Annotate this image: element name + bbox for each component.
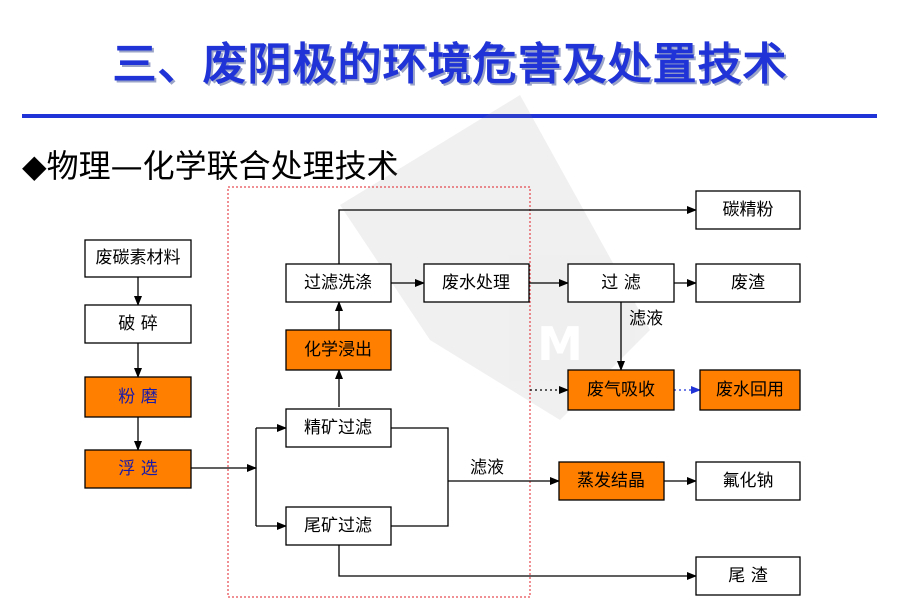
node-waste-carbon: 废碳素材料: [84, 239, 192, 278]
connectors: [134, 206, 697, 580]
filtrate-label: 滤液: [470, 458, 504, 478]
node-gas-absorption: 废气吸收: [567, 369, 675, 411]
node-flotation: 浮 选: [84, 449, 192, 489]
svg-text:废水处理: 废水处理: [442, 273, 510, 293]
node-carbon-powder: 碳精粉: [695, 190, 801, 230]
node-chemical-leaching: 化学浸出: [285, 329, 392, 371]
svg-text:精矿过滤: 精矿过滤: [304, 418, 372, 438]
node-wastewater-treatment: 废水处理: [423, 263, 530, 303]
svg-text:破 碎: 破 碎: [118, 314, 157, 334]
svg-text:废水回用: 废水回用: [716, 380, 784, 400]
node-filter-wash: 过滤洗涤: [285, 263, 392, 303]
svg-text:尾矿过滤: 尾矿过滤: [304, 516, 372, 536]
svg-text:氟化钠: 氟化钠: [723, 471, 774, 491]
section-heading: ◆物理—化学联合处理技术: [22, 147, 399, 185]
node-grind: 粉 磨: [84, 376, 192, 418]
node-crush: 破 碎: [84, 304, 192, 344]
node-residue: 废渣: [695, 263, 801, 303]
node-filter: 过 滤: [567, 263, 675, 303]
node-evaporation-crystallization: 蒸发结晶: [558, 461, 665, 501]
svg-text:过 滤: 过 滤: [601, 273, 640, 293]
filtrate-label: 滤液: [629, 309, 663, 329]
node-concentrate-filter: 精矿过滤: [285, 408, 392, 448]
svg-text:粉 磨: 粉 磨: [118, 387, 157, 407]
node-sodium-fluoride: 氟化钠: [695, 461, 801, 501]
svg-text:过滤洗涤: 过滤洗涤: [304, 273, 372, 293]
svg-text:蒸发结晶: 蒸发结晶: [577, 471, 645, 491]
svg-text:尾 渣: 尾 渣: [728, 566, 767, 586]
node-tail-residue: 尾 渣: [695, 556, 801, 596]
node-tailing-filter: 尾矿过滤: [285, 506, 392, 546]
page-title: 三、废阴极的环境危害及处置技术: [112, 39, 788, 90]
svg-text:M: M: [537, 317, 583, 371]
svg-text:浮 选: 浮 选: [118, 459, 157, 479]
svg-text:废碳素材料: 废碳素材料: [96, 248, 181, 268]
background-watermark: M: [340, 95, 650, 420]
title-underline: [22, 114, 877, 118]
svg-text:碳精粉: 碳精粉: [723, 200, 774, 220]
svg-text:化学浸出: 化学浸出: [304, 340, 372, 360]
node-water-reuse: 废水回用: [699, 369, 801, 411]
svg-text:废气吸收: 废气吸收: [587, 380, 655, 400]
svg-text:废渣: 废渣: [731, 273, 765, 293]
